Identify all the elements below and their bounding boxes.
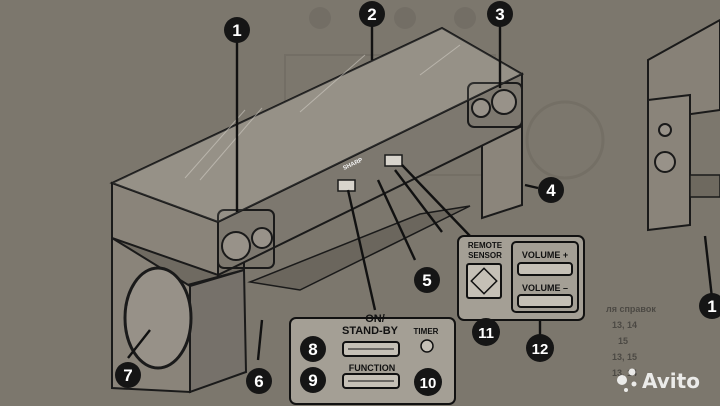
remote-sensor-label-1: REMOTE (468, 241, 503, 250)
on-standby-label-2: STAND-BY (342, 325, 399, 337)
volume-down-button (517, 294, 573, 308)
left-speaker-tweeter (251, 227, 273, 249)
svg-text:3: 3 (495, 5, 504, 24)
callout-9 (300, 367, 326, 393)
callout-11 (472, 318, 500, 346)
main-bar: SHARP (109, 26, 525, 277)
callouts: 1 2 3 4 5 6 7 8 9 10 11 12 (115, 1, 564, 396)
right-speaker-tweeter (471, 98, 491, 118)
callout-5 (414, 267, 440, 293)
callout-8 (300, 336, 326, 362)
volume-up-label: VOLUME + (522, 250, 568, 260)
remote-sensor-window (466, 263, 502, 299)
svg-text:5: 5 (422, 271, 431, 290)
svg-text:6: 6 (254, 372, 263, 391)
callout-7 (115, 362, 141, 388)
neighbour-illustration: 1 (647, 18, 720, 319)
svg-text:7: 7 (123, 366, 132, 385)
volume-down-label: VOLUME – (522, 283, 568, 293)
callout-6 (246, 368, 272, 394)
callout-2 (359, 1, 385, 27)
front-button-left (337, 179, 356, 192)
callout-3 (487, 1, 513, 27)
svg-text:4: 4 (546, 181, 556, 200)
svg-text:13, 14: 13, 14 (612, 320, 637, 330)
function-label: FUNCTION (349, 363, 396, 373)
glass-top (112, 28, 522, 222)
callout-12 (526, 334, 554, 362)
side-index-text: ля справок 13, 14 15 13, 15 13, 14 (606, 304, 656, 378)
svg-text:ля справок: ля справок (606, 304, 656, 314)
callout-1-neighbour (699, 293, 720, 319)
callout-10 (414, 368, 442, 396)
svg-text:1: 1 (232, 21, 241, 40)
svg-text:8: 8 (308, 340, 317, 359)
svg-text:9: 9 (308, 371, 317, 390)
subwoofer-cone (123, 266, 193, 370)
on-standby-label-1: ON/ (365, 313, 385, 325)
svg-text:Avito: Avito (642, 369, 700, 393)
svg-text:10: 10 (420, 375, 437, 392)
left-speaker-driver (221, 231, 251, 261)
volume-up-button (517, 262, 573, 276)
svg-text:13, 15: 13, 15 (612, 352, 637, 362)
sensor-volume-panel: REMOTE SENSOR VOLUME + VOLUME – (457, 235, 585, 321)
remote-sensor-label-2: SENSOR (468, 251, 502, 260)
svg-text:1: 1 (707, 297, 716, 316)
callout-1 (224, 17, 250, 43)
right-speaker-driver (491, 89, 517, 115)
svg-text:2: 2 (367, 5, 376, 24)
timer-label: TIMER (414, 327, 439, 336)
svg-text:12: 12 (532, 341, 549, 358)
avito-watermark: Avito (617, 368, 700, 393)
main-controls-panel: ON/ STAND-BY FUNCTION TIMER (289, 313, 456, 405)
timer-indicator (420, 339, 434, 353)
callout-4 (538, 177, 564, 203)
front-button-right (384, 154, 403, 167)
svg-text:13, 14: 13, 14 (612, 368, 637, 378)
svg-text:11: 11 (478, 325, 494, 342)
svg-text:15: 15 (618, 336, 628, 346)
leader-lines (127, 26, 542, 361)
